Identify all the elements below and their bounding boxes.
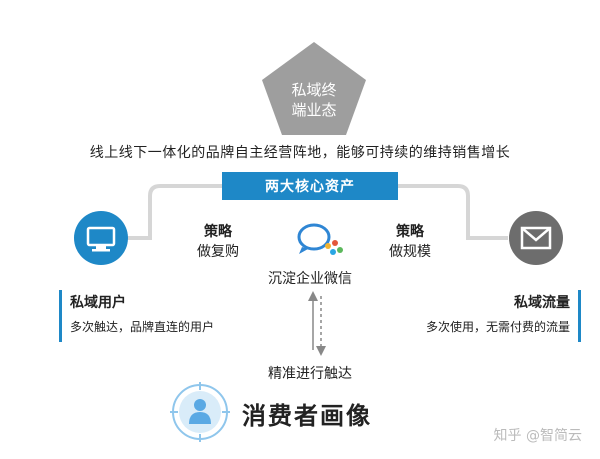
right-block-desc: 多次使用，无需付费的流量 <box>425 320 570 334</box>
tagline: 线上线下一体化的品牌自主经营阵地，能够可持续的维持销售增长 <box>89 145 511 161</box>
left-accent-bar <box>59 290 62 342</box>
connector-right <box>398 184 508 240</box>
monitor-icon <box>74 211 128 265</box>
strategy-left-title: 策略 <box>204 224 232 240</box>
top-label-line1: 私域终 <box>291 81 337 99</box>
reach-arrows <box>308 291 326 356</box>
right-accent-bar <box>578 290 581 342</box>
user-target-icon <box>170 382 230 442</box>
strategy-right-title: 策略 <box>396 224 424 240</box>
left-block-title: 私域用户 <box>70 295 126 311</box>
strategy-left: 策略 做复购 <box>188 222 248 262</box>
reach-label: 精准进行触达 <box>268 366 352 382</box>
top-label-line2: 端业态 <box>291 101 337 119</box>
left-block-desc: 多次触达，品牌直连的用户 <box>70 320 215 334</box>
top-pentagon-label: 私域终 端业态 <box>275 80 353 120</box>
strategy-right: 策略 做规模 <box>380 222 440 262</box>
watermark: 知乎 @智简云 <box>493 428 582 444</box>
connector-left <box>126 184 222 240</box>
portrait-label: 消费者画像 <box>242 402 372 430</box>
mail-icon <box>509 211 563 265</box>
right-block-title: 私域流量 <box>514 295 570 311</box>
core-assets-banner: 两大核心资产 <box>222 172 398 200</box>
wechat-label: 沉淀企业微信 <box>268 271 352 287</box>
strategy-left-text: 做复购 <box>197 244 239 260</box>
strategy-right-text: 做规模 <box>389 244 431 260</box>
top-pentagon <box>262 42 366 135</box>
wechat-work-icon <box>297 223 343 255</box>
